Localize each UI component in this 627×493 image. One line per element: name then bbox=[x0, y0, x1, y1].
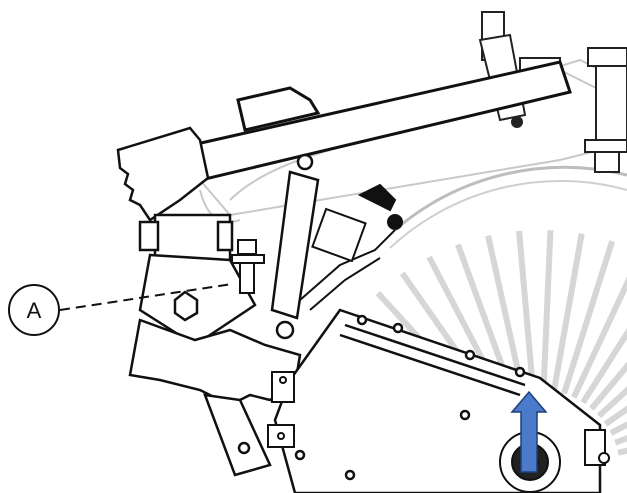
bolt-assembly bbox=[231, 239, 265, 294]
disc-spoke bbox=[516, 230, 537, 391]
right-hub bbox=[584, 47, 627, 173]
main-beam bbox=[168, 60, 572, 187]
callout-label: A bbox=[27, 298, 42, 323]
disc-spoke bbox=[561, 240, 616, 395]
callout-leader-line bbox=[59, 283, 233, 311]
chain-links bbox=[299, 183, 403, 311]
callout-circle bbox=[8, 284, 60, 336]
notched-guard bbox=[116, 126, 210, 222]
disc-spoke bbox=[589, 361, 627, 411]
disc-spoke bbox=[580, 327, 627, 405]
hinge-plates bbox=[267, 371, 295, 448]
mounting-block bbox=[138, 213, 257, 347]
up-direction-arrow bbox=[510, 390, 548, 473]
disc-spoke bbox=[485, 235, 526, 393]
gas-strut bbox=[270, 153, 320, 340]
callout-a: A bbox=[8, 284, 60, 336]
disc-spoke bbox=[540, 230, 554, 391]
disc-spoke bbox=[596, 386, 627, 419]
disc-spoke bbox=[550, 233, 585, 392]
disc-spoke bbox=[571, 276, 627, 399]
lower-arm bbox=[128, 318, 302, 477]
